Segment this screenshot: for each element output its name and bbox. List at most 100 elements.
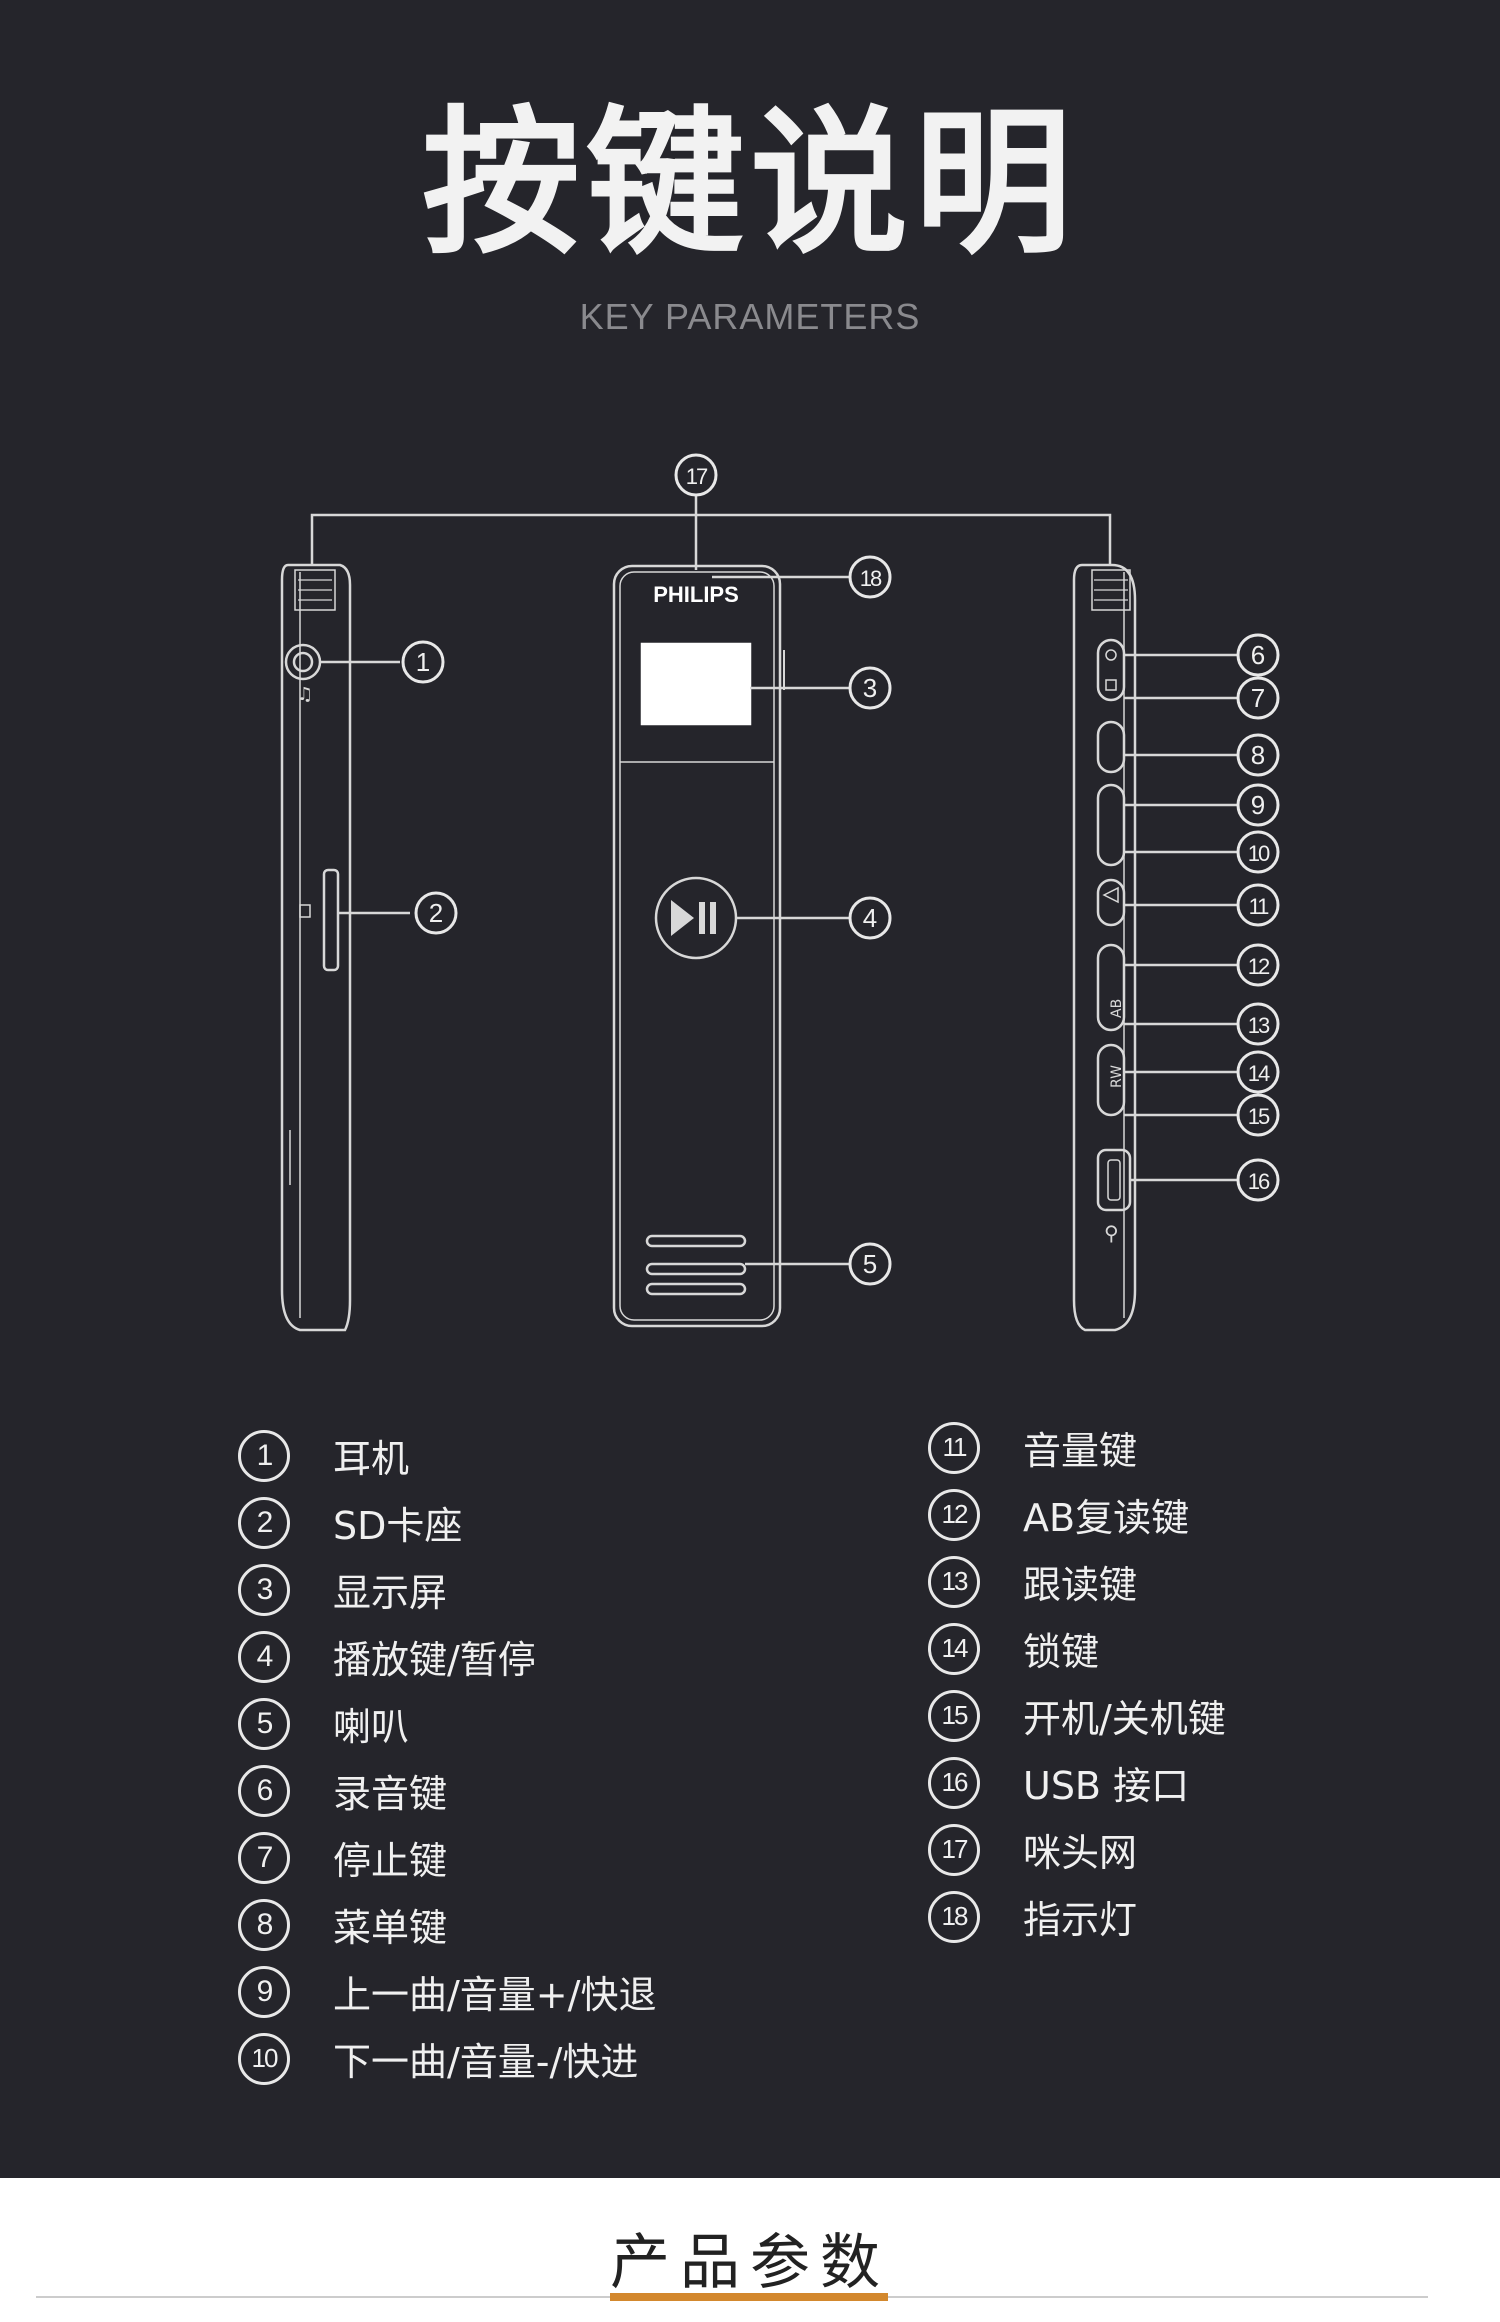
legend-label: AB复读键 [1023,1496,1190,1540]
legend-item: 6 录音键 [238,1763,447,1818]
legend-item: 10 下一曲/音量-/快进 [238,2031,638,2086]
page-subtitle: KEY PARAMETERS [579,296,921,337]
legend-number: 17 [928,1823,980,1876]
legend-label: SD卡座 [333,1504,463,1548]
legend-item: 7 停止键 [238,1830,447,1885]
legend-label: 跟读键 [1023,1563,1138,1607]
brand-logo: PHILIPS [653,582,739,607]
callout-circle-18 [848,555,892,599]
callout-number-3: 3 [863,673,877,703]
callout-circle-5 [848,1242,892,1286]
footer-title: 产品参数 [610,2228,890,2298]
callout-circle-7 [1236,676,1280,720]
callout-number-13: 13 [1248,1013,1270,1038]
front-view [612,564,785,1328]
legend-label: 停止键 [333,1839,448,1883]
svg-text:AB: AB [1109,999,1125,1018]
legend-item: 8 菜单键 [238,1897,447,1952]
legend-item: 13 跟读键 [928,1554,1137,1609]
legend-item: 12 AB复读键 [928,1487,1189,1542]
legend-item: 14 锁键 [928,1621,1099,1676]
mic-connector-line [310,513,1112,565]
legend-number: 11 [928,1421,980,1474]
legend-number: 7 [238,1831,290,1884]
legend-number: 14 [928,1622,980,1675]
legend-label: 耳机 [333,1437,410,1481]
callout-number-17: 17 [686,464,708,489]
callout-number-2: 2 [429,898,443,928]
callout-circle-11 [1236,883,1280,927]
legend-label: 开机/关机键 [1023,1697,1226,1741]
callout-number-16: 16 [1248,1169,1270,1194]
device-diagram: ♫ ⚲ AB RW PHILIPS 1234567891011121314151… [280,453,1280,1332]
page-title: 按键说明 [422,92,1078,276]
callout-circle-6 [1236,633,1280,677]
legend-item: 3 显示屏 [238,1562,447,1617]
legend-number: 13 [928,1555,980,1608]
callout-circle-12 [1236,943,1280,987]
legend-label: 锁键 [1023,1630,1100,1674]
legend-label: 音量键 [1023,1429,1138,1473]
callout-circle-3 [848,666,892,710]
callout-circle-16 [1236,1158,1280,1202]
legend-number: 10 [238,2032,290,2085]
legend-label: 喇叭 [333,1705,410,1749]
legend-label: 录音键 [333,1772,448,1816]
legend-label: 显示屏 [333,1571,448,1615]
legend-number: 4 [238,1630,290,1683]
callout-number-6: 6 [1251,640,1265,670]
legend-number: 5 [238,1697,290,1750]
callout-circle-14 [1236,1050,1280,1094]
usb-icon: ⚲ [1104,1221,1119,1245]
callout-number-18: 18 [860,566,882,591]
legend-label: 菜单键 [333,1906,448,1950]
callout-number-5: 5 [863,1249,877,1279]
callout-circle-1 [401,640,445,684]
legend-number: 16 [928,1756,980,1809]
legend-label: 播放键/暂停 [333,1638,536,1682]
callout-number-4: 4 [863,903,877,933]
legend-item: 11 音量键 [928,1420,1137,1475]
callout-number-11: 11 [1249,894,1270,919]
legend-number: 1 [238,1429,290,1482]
legend-number: 15 [928,1689,980,1742]
legend-number: 2 [238,1496,290,1549]
callout-circle-2 [414,891,458,935]
callout-circle-15 [1236,1093,1280,1137]
legend-label: USB 接口 [1023,1764,1190,1808]
legend-number: 9 [238,1965,290,2018]
headphone-icon: ♫ [297,684,313,705]
legend-number: 18 [928,1890,980,1943]
legend-label: 指示灯 [1023,1898,1138,1942]
callout-number-15: 15 [1248,1104,1270,1129]
legend-item: 17 咪头网 [928,1822,1137,1877]
legend-item: 9 上一曲/音量+/快退 [238,1964,656,2019]
callout-circle-10 [1236,830,1280,874]
callout-circle-9 [1236,783,1280,827]
callout-number-7: 7 [1251,683,1265,713]
legend-item: 5 喇叭 [238,1696,409,1751]
callout-circle-8 [1236,733,1280,777]
callout-number-9: 9 [1251,790,1265,820]
callout-number-1: 1 [416,647,430,677]
legend-number: 12 [928,1488,980,1541]
left-side-view [280,563,352,1332]
legend-item: 16 USB 接口 [928,1755,1189,1810]
legend-number: 6 [238,1764,290,1817]
volume-icon [1102,886,1119,904]
legend-number: 8 [238,1898,290,1951]
legend-label: 上一曲/音量+/快退 [333,1973,657,2017]
callout-number-10: 10 [1248,841,1270,866]
callout-number-8: 8 [1251,740,1265,770]
legend-item: 2 SD卡座 [238,1495,462,1550]
callout-circle-17 [674,453,718,497]
legend-number: 3 [238,1563,290,1616]
callout-circle-13 [1236,1002,1280,1046]
legend-label: 咪头网 [1023,1831,1138,1875]
legend-label: 下一曲/音量-/快进 [333,2040,639,2084]
legend-item: 15 开机/关机键 [928,1688,1226,1743]
legend-item: 1 耳机 [238,1428,409,1483]
right-side-view [1072,563,1137,1332]
callout-circle-4 [848,896,892,940]
svg-text:RW: RW [1109,1065,1125,1088]
